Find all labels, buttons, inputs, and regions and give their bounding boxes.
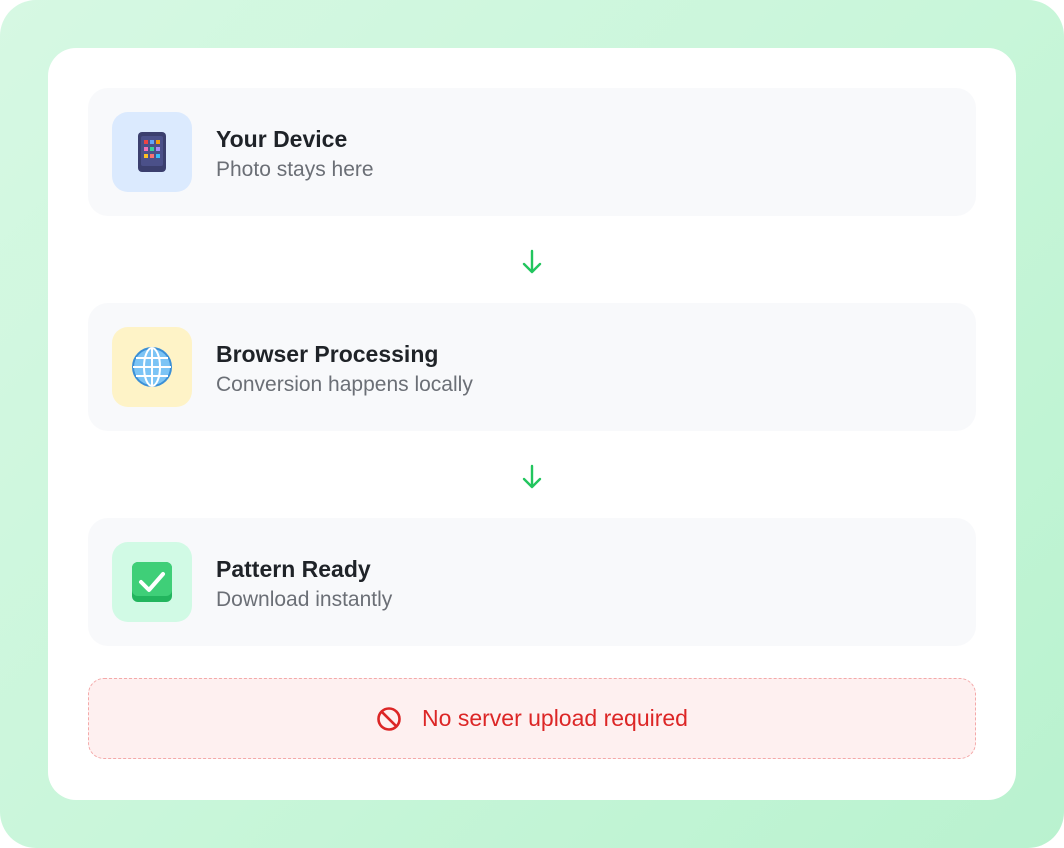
device-icon-container [112, 112, 192, 192]
globe-icon-container [112, 327, 192, 407]
step-subtitle: Conversion happens locally [216, 373, 473, 396]
arrow-down-icon [522, 249, 542, 274]
step-browser-processing: Browser Processing Conversion happens lo… [88, 303, 976, 431]
arrow-down-icon [522, 464, 542, 489]
mobile-device-icon [138, 132, 166, 172]
privacy-flow-card: Your Device Photo stays here Browser Pro… [48, 48, 1016, 800]
no-upload-notice: No server upload required [88, 678, 976, 759]
step-pattern-ready: Pattern Ready Download instantly [88, 518, 976, 646]
check-icon-container [112, 542, 192, 622]
step-title: Pattern Ready [216, 556, 371, 582]
prohibited-icon [377, 706, 401, 731]
globe-icon [132, 347, 172, 387]
check-mark-icon [132, 562, 172, 602]
step-subtitle: Photo stays here [216, 158, 374, 181]
step-title: Browser Processing [216, 341, 439, 367]
notice-text: No server upload required [422, 705, 688, 731]
step-your-device: Your Device Photo stays here [88, 88, 976, 216]
step-subtitle: Download instantly [216, 588, 393, 611]
step-title: Your Device [216, 126, 348, 152]
